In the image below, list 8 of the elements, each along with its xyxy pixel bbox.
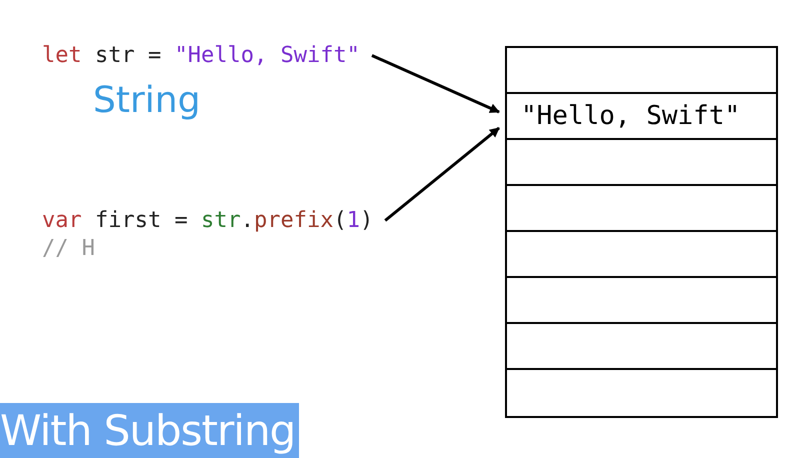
- section-banner: With Substring: [0, 403, 300, 458]
- code-line: var first = str.prefix(1): [42, 208, 374, 233]
- arrow: [384, 126, 500, 222]
- code-comment: // H: [42, 236, 95, 261]
- code-line: let str = "Hello, Swift": [42, 43, 360, 68]
- arrow: [371, 54, 500, 114]
- type-label: String: [93, 80, 200, 121]
- memory-table: [505, 46, 778, 418]
